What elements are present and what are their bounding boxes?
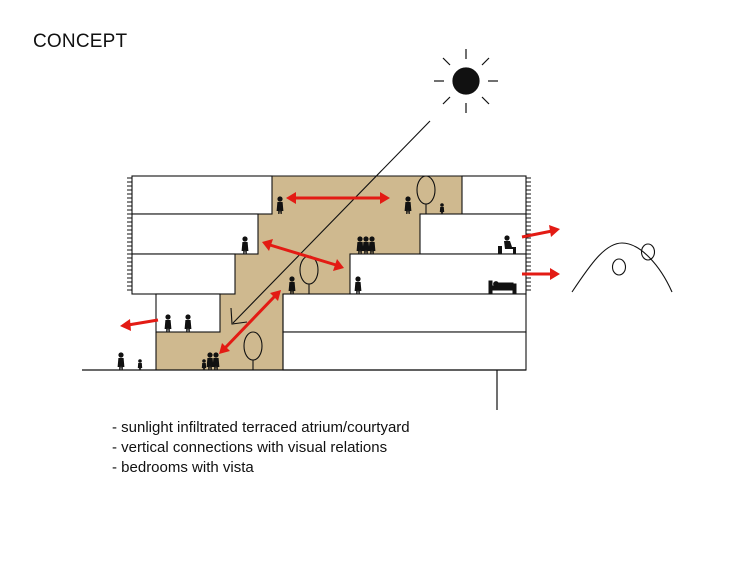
atrium-outline — [155, 175, 462, 370]
hills-icon — [571, 242, 673, 293]
sun-icon — [434, 49, 498, 113]
double-arrow-icon — [219, 290, 281, 354]
atrium-fill — [156, 176, 462, 370]
red-arrow-out-right-lower — [522, 268, 560, 280]
page-title: CONCEPT — [33, 31, 128, 52]
sunlight-arrow — [230, 120, 431, 325]
person-icon — [498, 235, 516, 254]
bed-icon — [488, 280, 517, 295]
note-item: - bedrooms with vista — [112, 459, 254, 476]
double-arrow-icon — [286, 192, 390, 204]
concept-notes: - sunlight infiltrated terraced atrium/c… — [112, 418, 410, 478]
red-arrow-out-right-upper — [521, 225, 560, 239]
double-arrow-icon — [262, 239, 344, 271]
red-arrow-out-left — [120, 318, 159, 331]
note-item: - vertical connections with visual relat… — [112, 439, 388, 456]
facade-hatch — [127, 177, 531, 291]
note-item: - sunlight infiltrated terraced atrium/c… — [112, 419, 410, 436]
ground-line — [82, 369, 526, 410]
